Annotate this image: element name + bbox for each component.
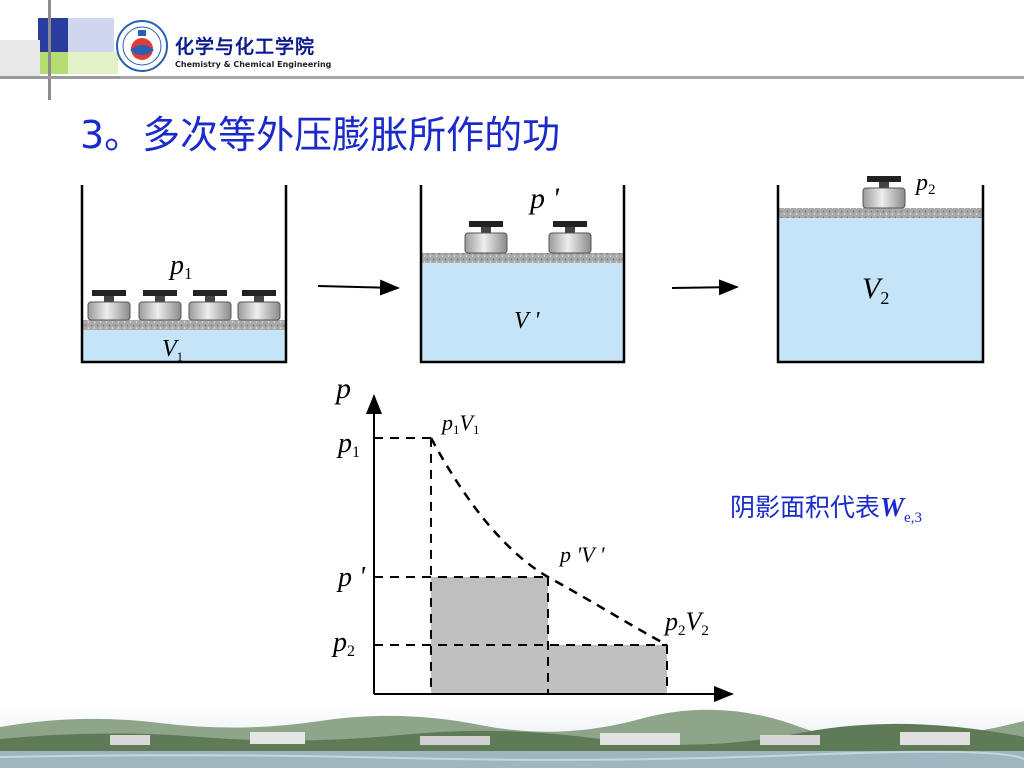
gas-volume-2 <box>421 263 624 362</box>
header-decoration <box>0 0 120 100</box>
school-name-cn: 化学与化工学院 <box>175 36 316 58</box>
tick-p2: p2 <box>331 627 355 660</box>
isotherm-curve <box>429 437 668 647</box>
point-label-p2v2: p2V2 <box>663 607 709 639</box>
y-axis-label: p <box>334 372 351 405</box>
cylinder-3-pressure: p2 <box>914 170 936 198</box>
arrow-right-icon <box>317 279 400 296</box>
piston-1 <box>82 320 286 330</box>
weight-icon <box>548 221 592 254</box>
tick-p-prime: p ' <box>336 562 366 593</box>
weight-icon <box>138 290 182 321</box>
weight-icon <box>87 290 131 321</box>
weight-icon <box>188 290 232 321</box>
weight-icon <box>862 176 906 209</box>
cylinder-3-volume: V2 <box>862 272 889 308</box>
cylinder-2-pressure: p ' <box>528 182 560 215</box>
gas-volume-1 <box>82 330 286 362</box>
campus-banner <box>0 705 1024 768</box>
shaded-step-1 <box>431 577 548 694</box>
shaded-step-2 <box>548 645 667 694</box>
slide-title: 3。多次等外压膨胀所作的功 <box>80 113 561 157</box>
weight-icon <box>237 290 281 321</box>
note-symbol: W <box>880 492 905 522</box>
school-name: 化学与化工学院 Chemistry & Chemical Engineering <box>175 32 331 69</box>
school-logo <box>116 20 168 72</box>
cylinder-state-1: p1 V1 <box>80 185 288 364</box>
tick-p1: p1 <box>336 428 360 461</box>
cylinder-1-pressure: p1 <box>168 250 193 283</box>
point-label-pv-prime: p 'V ' <box>558 542 605 567</box>
work-area-note: 阴影面积代表We,3 <box>730 488 922 527</box>
school-name-en: Chemistry & Chemical Engineering <box>175 60 332 69</box>
piston-2 <box>421 253 624 263</box>
note-text: 阴影面积代表 <box>730 493 881 522</box>
pv-chart: p V p1 p ' p2 V1 V ' V2 p1V1 p 'V ' p2V2 <box>331 372 744 737</box>
gas-volume-3 <box>778 218 983 362</box>
cylinder-2-volume: V ' <box>514 308 540 334</box>
cylinder-1-volume: V1 <box>162 336 183 364</box>
weight-icon <box>464 221 508 254</box>
piston-3 <box>778 208 983 218</box>
arrow-right-icon <box>671 279 739 296</box>
header-rule <box>120 76 1024 79</box>
cylinder-state-2: p ' V ' <box>419 182 626 364</box>
cylinder-state-3: p2 V2 <box>776 170 985 364</box>
point-label-p1v1: p1V1 <box>440 410 479 437</box>
note-subscript: e,3 <box>904 510 922 526</box>
